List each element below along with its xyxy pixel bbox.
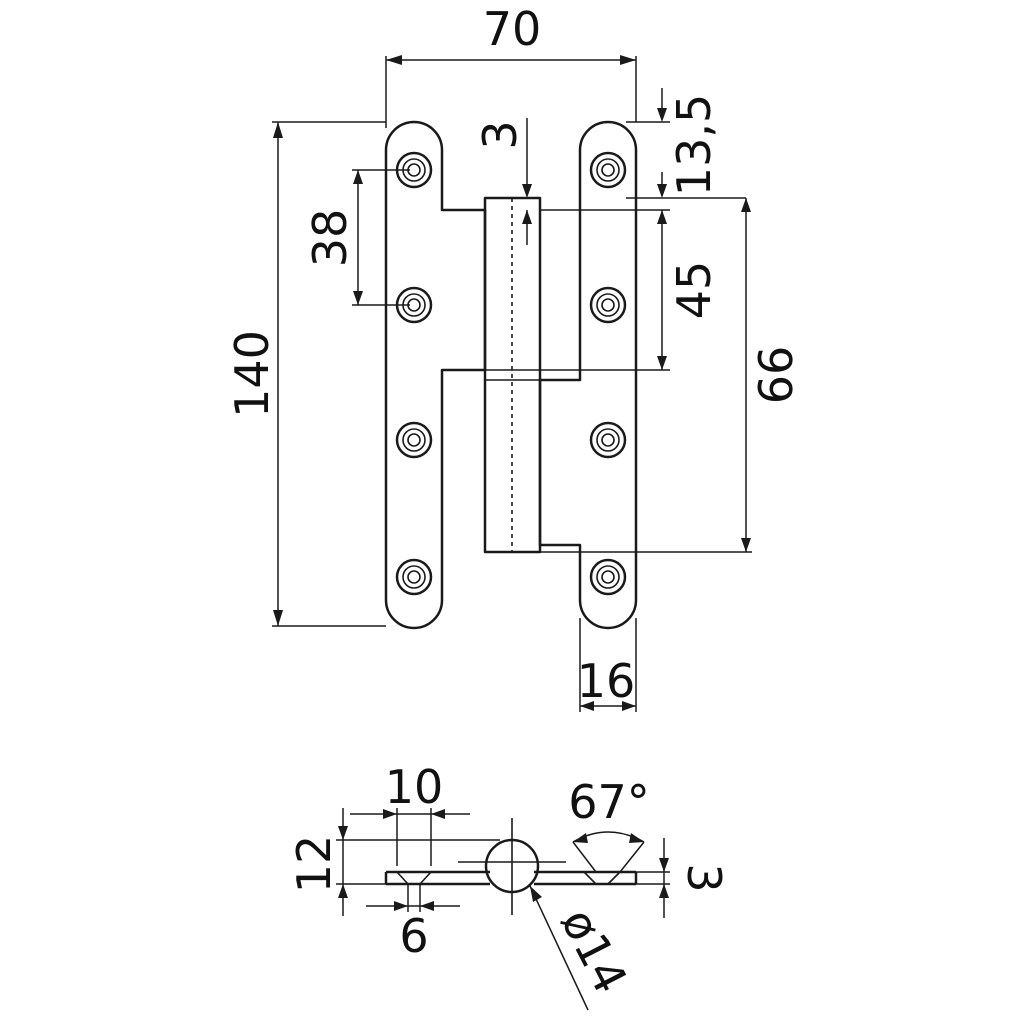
side-right-countersink (583, 871, 621, 885)
dim-label-70: 70 (483, 2, 542, 56)
dim-label-3-side: 3 (677, 863, 731, 892)
dim-label-67deg: 67° (568, 775, 650, 829)
side-view: 10 12 6 67° (287, 760, 731, 1011)
screw-hole-right-3 (589, 421, 627, 459)
dim-label-140: 140 (225, 330, 279, 418)
dim-width-70: 70 (385, 2, 637, 128)
front-view: 70 140 38 3 (225, 2, 801, 712)
dim-knuckle-length-99: 99 (540, 198, 801, 553)
dim-label-10: 10 (385, 760, 444, 814)
screw-hole-left-4 (395, 558, 433, 596)
dim-label-13-5: 13,5 (667, 94, 721, 196)
dim-label-99: 99 (747, 346, 801, 405)
dim-label-45: 45 (667, 261, 721, 320)
dim-leaf-thickness-3: 3 (636, 838, 731, 918)
dim-label-3-front: 3 (473, 120, 527, 149)
dim-knuckle-gap-3: 3 (473, 118, 532, 245)
side-left-countersink (396, 871, 432, 885)
dim-leaf-width-16: 16 (577, 618, 637, 712)
dim-thickness-12: 12 (287, 808, 500, 916)
right-leaf-outline (538, 120, 638, 630)
dim-label-dia-14: ø14 (551, 900, 638, 1002)
screw-hole-left-3 (395, 421, 433, 459)
dim-angle-67: 67° (568, 775, 650, 873)
dim-label-38: 38 (303, 209, 357, 268)
dim-hole-pitch-38: 38 (303, 169, 410, 306)
dim-label-6: 6 (399, 909, 428, 963)
screw-hole-right-2 (589, 286, 627, 324)
dim-top-offset-13-5: 13,5 (626, 88, 746, 199)
dim-label-16: 16 (577, 654, 636, 708)
knuckle (483, 196, 542, 554)
dim-hole-6: 6 (366, 884, 460, 963)
dim-upper-span-45: 45 (540, 209, 721, 371)
screw-hole-right-4 (589, 558, 627, 596)
dim-countersink-10: 10 (350, 760, 470, 866)
side-left-leaf (384, 870, 490, 886)
dim-pin-dia-14: ø14 (529, 885, 638, 1011)
screw-hole-right-1 (589, 151, 627, 189)
dim-label-12: 12 (287, 835, 341, 894)
left-leaf-outline (384, 120, 487, 630)
dim-height-140: 140 (225, 121, 386, 627)
